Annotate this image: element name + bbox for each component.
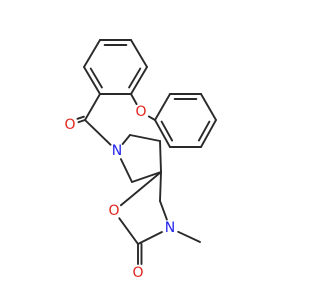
bond-ring-b-3 <box>200 119 217 148</box>
bond-ring-a-inner-3 <box>89 67 103 89</box>
bond-ring-a-5 <box>83 66 101 95</box>
bond-ring-b-6 <box>154 93 171 121</box>
bond-ring-a-inner-2 <box>128 67 142 89</box>
bond-ring-b-inner-2 <box>197 120 211 142</box>
bond-aryl-ether <box>130 93 138 106</box>
bond-pyrrolidine-3 <box>159 140 162 173</box>
bond-aryl-carbonyl <box>84 93 101 121</box>
bond-pyrrolidine-2 <box>131 171 162 183</box>
atom-label-n-pyrrolidine: N <box>112 143 122 159</box>
bond-ether-phenyl <box>147 115 156 121</box>
bond-pyrrolidine-4 <box>129 134 161 142</box>
molecule-diagram: O O N O N O <box>62 39 217 281</box>
bond-oxazolidinone-1 <box>119 171 162 207</box>
bond-pyrrolidine-5 <box>121 134 131 145</box>
atom-o-ether: O <box>133 104 149 120</box>
bond-oxazolidinone-3 <box>137 231 163 245</box>
bond-n-methyl <box>177 230 201 243</box>
bond-ring-b-2 <box>200 93 217 121</box>
atom-o-ring: O <box>106 203 122 219</box>
atom-n-oxazolidinone: N <box>162 220 178 236</box>
atom-o-carbonyl-bottom: O <box>130 265 146 281</box>
bond-amide <box>84 119 112 146</box>
bond-pyrrolidine-1 <box>119 158 133 183</box>
atom-label-o-ring: O <box>108 203 119 219</box>
atom-n-pyrrolidine: N <box>109 143 125 159</box>
structure-canvas: O O N O N O <box>62 39 217 281</box>
atom-o-carbonyl-top: O <box>62 117 78 133</box>
bond-oxazolidinone-2 <box>118 217 139 245</box>
bond-carbonyl-top-2 <box>76 115 85 120</box>
bond-ring-a-6 <box>83 39 101 68</box>
bond-oxazolidinone-5 <box>159 171 162 202</box>
atom-label-o-carbonyl-top: O <box>64 117 75 133</box>
bond-ring-a-2 <box>130 39 148 68</box>
bond-oxazolidinone-4 <box>159 200 168 221</box>
atom-label-n-oxazolidinone: N <box>165 220 175 236</box>
atom-label-o-carbonyl-bottom: O <box>132 265 143 281</box>
bond-ring-b-inner-3 <box>160 120 174 142</box>
atom-label-o-ether: O <box>135 104 146 120</box>
bond-carbonyl-top-1 <box>77 119 86 124</box>
bonds-layer <box>76 39 217 265</box>
bond-ring-a-3 <box>130 66 148 95</box>
bond-ring-b-5 <box>154 119 171 148</box>
atoms-layer: O O N O N O <box>62 104 178 281</box>
